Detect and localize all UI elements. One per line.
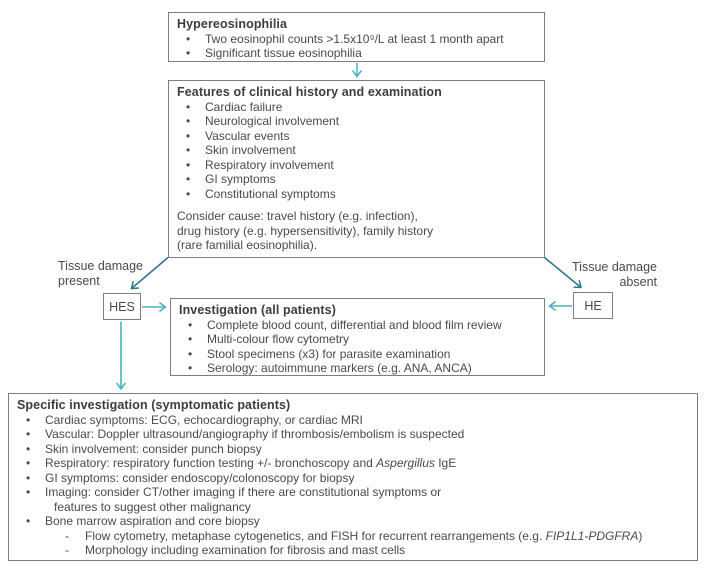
- bullet-marker: •: [186, 157, 191, 172]
- bullet-marker: •: [186, 99, 191, 114]
- bullet-item: • Significant tissue eosinophilia: [177, 46, 536, 61]
- bullet-item: • Skin involvement: consider punch biops…: [17, 442, 689, 457]
- italic-term: FIP1L1-PDGFRA: [545, 528, 639, 543]
- clinical-features-title: Features of clinical history and examina…: [177, 85, 442, 99]
- tissue-damage-present-label: Tissue damage present: [58, 259, 153, 289]
- bullet-text: Complete blood count, differential and b…: [207, 317, 502, 332]
- bullet-text: Respiratory: respiratory function testin…: [45, 456, 689, 471]
- sub-bullet-item: - Morphology including examination for f…: [17, 543, 689, 558]
- bullet-text-pre: Respiratory: respiratory function testin…: [45, 456, 377, 470]
- label-line: present: [58, 274, 100, 288]
- bullet-item: • Serology: autoimmune markers (e.g. ANA…: [179, 361, 536, 376]
- bullet-text: Multi-colour flow cytometry: [207, 332, 350, 346]
- bullet-marker: •: [186, 114, 191, 128]
- bullet-item: • Cardiac failure: [177, 100, 536, 115]
- hypereosinophilia-box: Hypereosinophilia • Two eosinophil count…: [168, 12, 545, 62]
- label-line: absent: [619, 275, 657, 289]
- hes-node: HES: [103, 293, 141, 320]
- tissue-damage-absent-label: Tissue damage absent: [567, 260, 657, 290]
- bullet-text: GI symptoms: [205, 172, 276, 186]
- bullet-marker: •: [188, 317, 193, 332]
- dash-marker: -: [65, 543, 69, 557]
- bullet-item: • Vascular: Doppler ultrasound/angiograp…: [17, 427, 689, 442]
- bullet-marker: •: [26, 470, 31, 485]
- bullet-item: • Multi-colour flow cytometry: [179, 332, 536, 347]
- bullet-continuation: features to suggest other malignancy: [17, 500, 689, 515]
- bullet-item: • Imaging: consider CT/other imaging if …: [17, 485, 689, 500]
- consider-cause-note-line: (rare familial eosinophilia).: [177, 238, 318, 252]
- bullet-item: • Neurological involvement: [177, 114, 536, 129]
- consider-cause-note-line: Consider cause: travel history (e.g. inf…: [177, 209, 418, 223]
- spacer: [177, 201, 536, 209]
- bullet-marker: •: [188, 346, 193, 361]
- bullet-text: Vascular events: [205, 128, 290, 143]
- investigation-box: Investigation (all patients) • Complete …: [170, 298, 545, 376]
- investigation-title: Investigation (all patients): [179, 303, 336, 317]
- bullet-text: Significant tissue eosinophilia: [205, 46, 362, 60]
- bullet-text: Stool specimens (x3) for parasite examin…: [207, 346, 451, 361]
- hes-node-label: HES: [109, 299, 135, 314]
- bullet-item: • Respiratory involvement: [177, 158, 536, 173]
- bullet-marker: •: [26, 427, 31, 441]
- bullet-text: Imaging: consider CT/other imaging if th…: [45, 485, 442, 499]
- bullet-text: Two eosinophil counts >1.5x10⁹/L at leas…: [205, 31, 504, 46]
- dash-marker: -: [65, 528, 69, 543]
- label-line: Tissue damage: [572, 260, 657, 274]
- bullet-item: • Constitutional symptoms: [177, 187, 536, 202]
- he-node-label: HE: [584, 298, 602, 313]
- hypereosinophilia-title: Hypereosinophilia: [177, 17, 288, 31]
- bullet-item: • Stool specimens (x3) for parasite exam…: [179, 347, 536, 362]
- sub-bullet-item: - Flow cytometry, metaphase cytogenetics…: [17, 529, 689, 544]
- sub-bullet-text-pre: Flow cytometry, metaphase cytogenetics, …: [85, 528, 546, 543]
- consider-cause-note-line: drug history (e.g. hypersensitivity), fa…: [177, 223, 434, 238]
- bullet-text: Skin involvement: consider punch biopsy: [45, 441, 262, 456]
- bullet-text: Vascular: Doppler ultrasound/angiography…: [45, 427, 465, 441]
- bullet-item: • Complete blood count, differential and…: [179, 318, 536, 333]
- bullet-item: • Respiratory: respiratory function test…: [17, 456, 689, 471]
- bullet-item: • GI symptoms: consider endoscopy/colono…: [17, 471, 689, 486]
- bullet-item: • GI symptoms: [177, 172, 536, 187]
- bullet-item: • Skin involvement: [177, 143, 536, 158]
- bullet-item: • Vascular events: [177, 129, 536, 144]
- bullet-text: Constitutional symptoms: [205, 186, 336, 201]
- bullet-marker: •: [188, 332, 193, 346]
- bullet-marker: •: [186, 128, 191, 143]
- bullet-text: GI symptoms: consider endoscopy/colonosc…: [45, 470, 355, 485]
- italic-term: Aspergillus: [376, 456, 435, 470]
- sub-bullet-text-post: ): [638, 528, 643, 543]
- bullet-marker: •: [26, 412, 31, 427]
- bullet-text: Cardiac symptoms: ECG, echocardiography,…: [45, 412, 363, 427]
- bullet-marker: •: [26, 456, 31, 470]
- bullet-marker: •: [186, 46, 191, 60]
- sub-bullet-text: Morphology including examination for fib…: [85, 543, 406, 557]
- bullet-text-post: IgE: [434, 456, 457, 470]
- bullet-text: Serology: autoimmune markers (e.g. ANA, …: [207, 361, 472, 375]
- bullet-marker: •: [26, 514, 31, 528]
- bullet-text: Respiratory involvement: [205, 157, 334, 172]
- sub-bullet-text: Flow cytometry, metaphase cytogenetics, …: [85, 529, 689, 544]
- bullet-item: • Two eosinophil counts >1.5x10⁹/L at le…: [177, 32, 536, 47]
- bullet-text: Bone marrow aspiration and core biopsy: [45, 514, 260, 528]
- label-line: Tissue damage: [58, 259, 143, 273]
- bullet-text: features to suggest other malignancy: [54, 499, 251, 514]
- bullet-marker: •: [186, 143, 191, 157]
- clinical-features-box: Features of clinical history and examina…: [168, 80, 545, 258]
- bullet-marker: •: [186, 172, 191, 186]
- bullet-text: Skin involvement: [205, 143, 296, 157]
- bullet-item: • Bone marrow aspiration and core biopsy: [17, 514, 689, 529]
- specific-investigation-title: Specific investigation (symptomatic pati…: [17, 398, 291, 412]
- bullet-text: Cardiac failure: [205, 99, 283, 114]
- bullet-text: Neurological involvement: [205, 114, 340, 128]
- bullet-marker: •: [26, 441, 31, 456]
- bullet-marker: •: [26, 485, 31, 499]
- bullet-marker: •: [186, 31, 191, 46]
- he-node: HE: [573, 292, 613, 319]
- bullet-marker: •: [186, 186, 191, 201]
- bullet-marker: •: [188, 361, 193, 375]
- specific-investigation-box: Specific investigation (symptomatic pati…: [8, 393, 698, 561]
- bullet-item: • Cardiac symptoms: ECG, echocardiograph…: [17, 413, 689, 428]
